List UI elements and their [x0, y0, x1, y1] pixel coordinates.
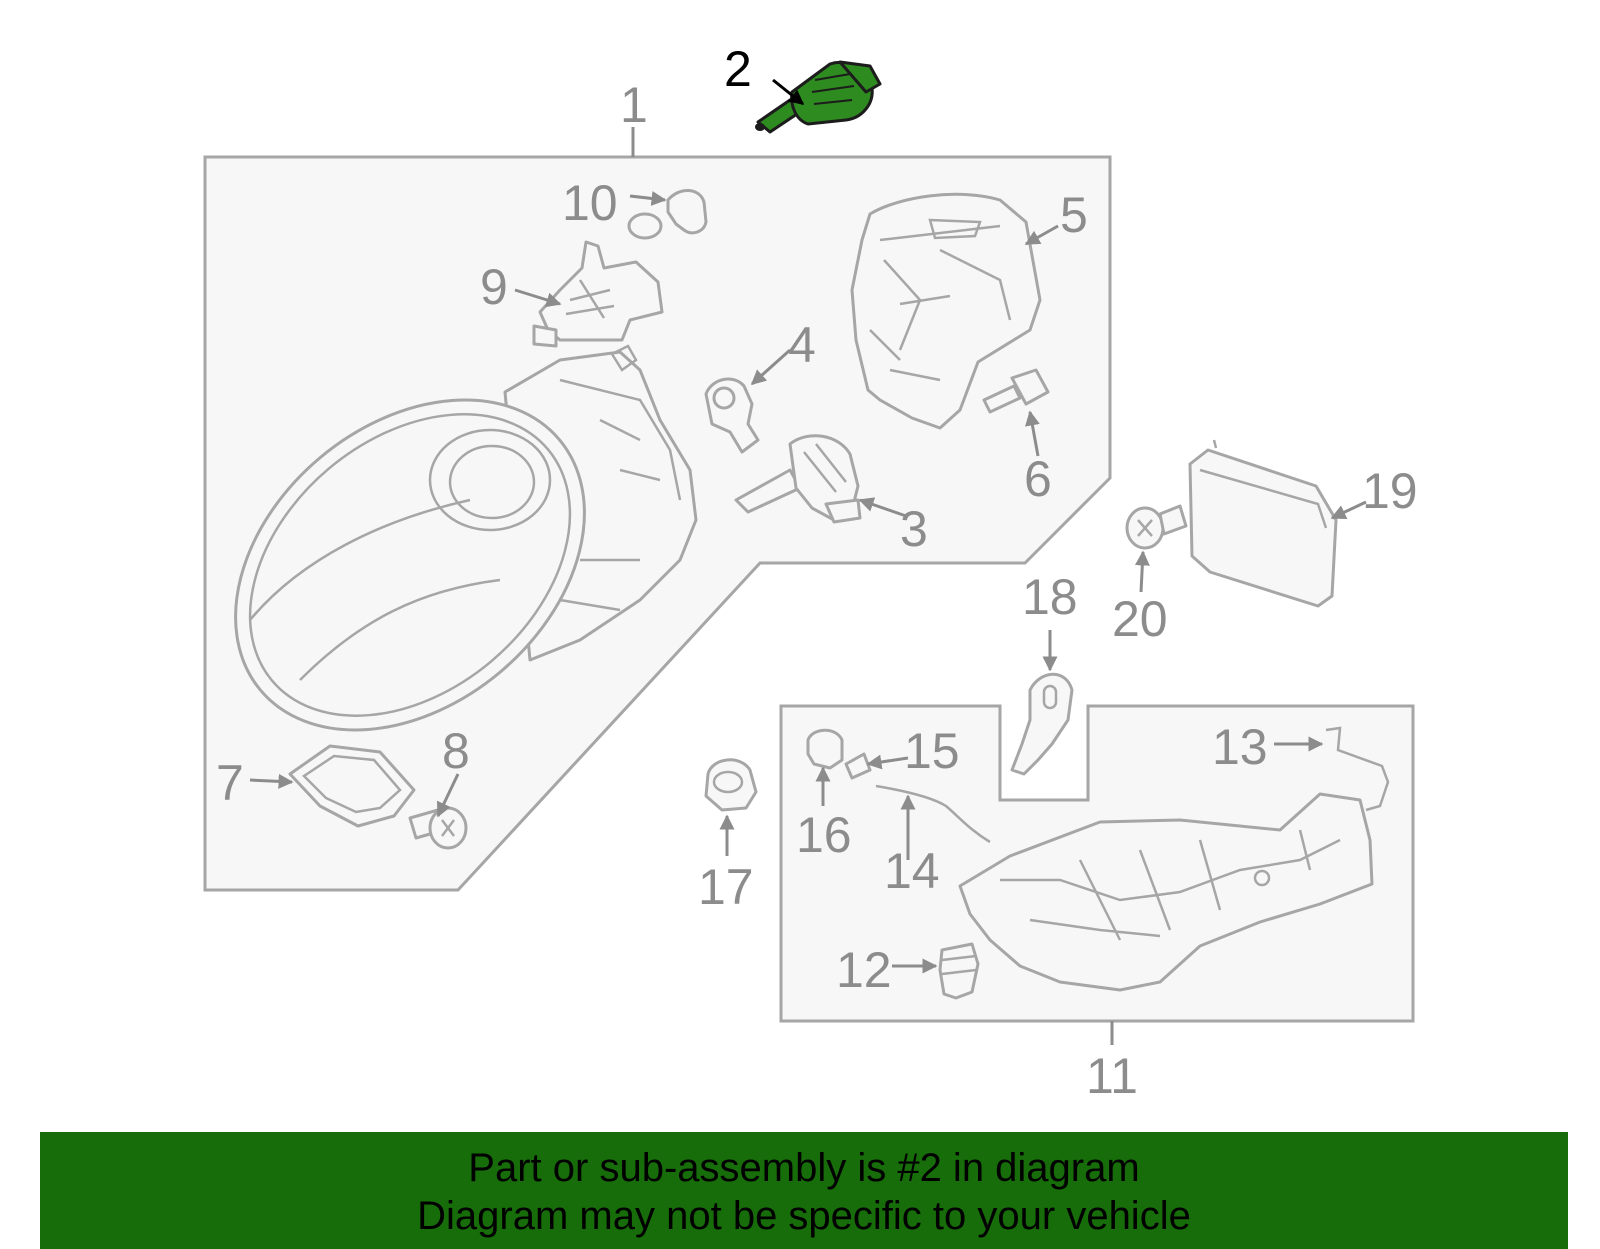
part-5-cover-icon [850, 192, 1042, 430]
part-10-clip-icon [627, 189, 708, 240]
callout-11: 11 [1086, 1048, 1138, 1104]
banner-disclaimer-text: Diagram may not be specific to your vehi… [417, 1194, 1191, 1238]
part-18-bracket-icon [1010, 672, 1074, 776]
callout-14: 14 [884, 843, 940, 899]
callout-15: 15 [904, 723, 960, 779]
headlamp-assembly-icon [234, 344, 698, 732]
part-19-module-icon [1188, 439, 1338, 608]
part-6-screw-icon [982, 368, 1050, 414]
part-20-screw-icon [1125, 504, 1188, 550]
part-16-cap-icon [806, 728, 844, 770]
part-11-tray-icon [958, 792, 1374, 992]
callout-12: 12 [836, 942, 892, 998]
part-4-clip-icon [704, 377, 760, 454]
leader-lines [249, 78, 1367, 974]
callout-19: 19 [1362, 463, 1418, 519]
part-15-clip-icon [844, 752, 872, 780]
callout-labels: 1 2 3 4 5 6 7 8 9 10 11 12 13 14 15 16 1… [216, 41, 1418, 1104]
callout-13: 13 [1212, 719, 1268, 775]
part-14-rod-icon [875, 784, 991, 844]
callout-8: 8 [442, 723, 470, 779]
part-3-bulb-icon [734, 434, 862, 524]
callout-4: 4 [788, 317, 816, 373]
callout-5: 5 [1060, 187, 1088, 243]
callout-3: 3 [900, 501, 928, 557]
callout-17: 17 [698, 859, 754, 915]
callout-6: 6 [1024, 451, 1052, 507]
callout-7: 7 [216, 755, 244, 811]
callout-1: 1 [620, 77, 648, 133]
callout-2[interactable]: 2 [724, 41, 752, 97]
part-7-plate-icon [288, 744, 416, 828]
callout-10: 10 [562, 175, 618, 231]
callout-9: 9 [480, 259, 508, 315]
bulb-part-2-icon[interactable] [755, 60, 882, 134]
callout-18: 18 [1022, 569, 1078, 625]
part-info-banner: Part or sub-assembly is #2 in diagram Di… [40, 1132, 1568, 1249]
callout-20: 20 [1112, 591, 1168, 647]
callout-16: 16 [796, 807, 852, 863]
part-12-clip-icon [938, 942, 980, 1000]
part-17-grommet-icon [704, 758, 758, 812]
part-8-screw-icon [408, 806, 468, 850]
banner-part-number-text: Part or sub-assembly is #2 in diagram [468, 1146, 1140, 1190]
part-13-bracket-icon [1325, 726, 1390, 812]
